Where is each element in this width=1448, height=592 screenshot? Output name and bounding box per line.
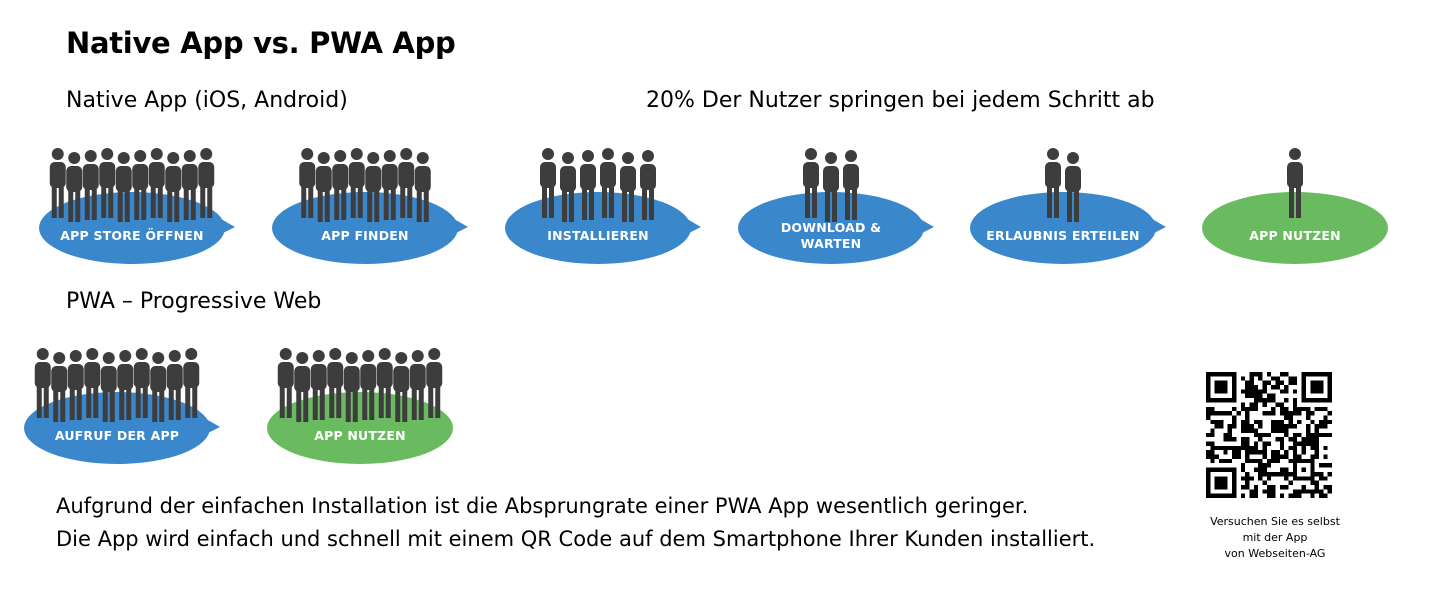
step-label: DOWNLOAD & WARTEN <box>780 220 882 251</box>
person-icon <box>348 148 365 218</box>
person-icon <box>365 152 382 222</box>
person-icon <box>51 352 68 422</box>
person-icon <box>299 148 316 218</box>
person-icon <box>1287 148 1303 218</box>
people-group <box>299 148 431 222</box>
person-icon <box>843 150 859 220</box>
person-icon <box>580 150 596 220</box>
person-icon <box>381 150 398 220</box>
page-title: Native App vs. PWA App <box>66 26 456 60</box>
person-icon <box>49 148 66 218</box>
flow-step: APP STORE ÖFFNEN <box>37 132 247 272</box>
person-icon <box>100 352 117 422</box>
flow-step: DOWNLOAD & WARTEN <box>736 132 946 272</box>
person-icon <box>150 352 167 422</box>
person-icon <box>115 152 132 222</box>
people-group <box>1045 148 1081 222</box>
person-icon <box>133 348 150 418</box>
step-label: INSTALLIEREN <box>547 228 649 243</box>
person-icon <box>117 350 134 420</box>
flow-step: ERLAUBNIS ERTEILEN <box>968 132 1178 272</box>
person-icon <box>183 348 200 418</box>
flow-step: AUFRUF DER APP <box>22 332 232 472</box>
person-icon <box>181 150 198 220</box>
step-label: APP STORE ÖFFNEN <box>60 228 204 243</box>
people-group <box>277 348 443 422</box>
flow-step: APP NUTZEN <box>265 332 475 472</box>
person-icon <box>165 152 182 222</box>
person-icon <box>66 152 83 222</box>
people-group <box>540 148 656 222</box>
person-icon <box>540 148 556 218</box>
person-icon <box>315 152 332 222</box>
person-icon <box>823 152 839 222</box>
person-icon <box>327 348 344 418</box>
person-icon <box>310 350 327 420</box>
pwa-section-label: PWA – Progressive Web <box>66 289 322 314</box>
speech-bubble <box>738 192 934 264</box>
person-icon <box>1065 152 1081 222</box>
person-icon <box>620 152 636 222</box>
person-icon <box>426 348 443 418</box>
dropout-note: 20% Der Nutzer springen bei jedem Schrit… <box>646 88 1155 113</box>
person-icon <box>803 148 819 218</box>
person-icon <box>332 150 349 220</box>
person-icon <box>99 148 116 218</box>
person-icon <box>398 148 415 218</box>
person-icon <box>84 348 101 418</box>
person-icon <box>34 348 51 418</box>
native-section-label: Native App (iOS, Android) <box>66 88 348 113</box>
person-icon <box>343 352 360 422</box>
speech-bubble <box>1202 192 1388 264</box>
step-label: ERLAUBNIS ERTEILEN <box>986 228 1140 243</box>
people-group <box>803 148 859 222</box>
person-icon <box>640 150 656 220</box>
speech-bubble <box>970 192 1166 264</box>
people-group <box>1287 148 1303 218</box>
person-icon <box>414 152 431 222</box>
step-label: APP FINDEN <box>321 228 409 243</box>
person-icon <box>82 150 99 220</box>
person-icon <box>560 152 576 222</box>
step-label: APP NUTZEN <box>314 428 406 443</box>
flow-step: APP FINDEN <box>270 132 480 272</box>
person-icon <box>360 350 377 420</box>
person-icon <box>67 350 84 420</box>
qr-code[interactable] <box>1206 372 1332 498</box>
person-icon <box>409 350 426 420</box>
person-icon <box>600 148 616 218</box>
people-group <box>34 348 200 422</box>
step-label: APP NUTZEN <box>1249 228 1341 243</box>
description-line-2: Die App wird einfach und schnell mit ein… <box>56 527 1096 551</box>
step-label: AUFRUF DER APP <box>54 428 180 443</box>
people-group <box>49 148 215 222</box>
person-icon <box>148 148 165 218</box>
description-line-1: Aufgrund der einfachen Installation ist … <box>56 494 1029 518</box>
flow-step: APP NUTZEN <box>1200 132 1410 272</box>
person-icon <box>1045 148 1061 218</box>
person-icon <box>393 352 410 422</box>
flow-step: INSTALLIEREN <box>503 132 713 272</box>
person-icon <box>166 350 183 420</box>
person-icon <box>277 348 294 418</box>
person-icon <box>294 352 311 422</box>
person-icon <box>132 150 149 220</box>
qr-caption: Versuchen Sie es selbst mit der App von … <box>1210 515 1340 560</box>
person-icon <box>198 148 215 218</box>
person-icon <box>376 348 393 418</box>
